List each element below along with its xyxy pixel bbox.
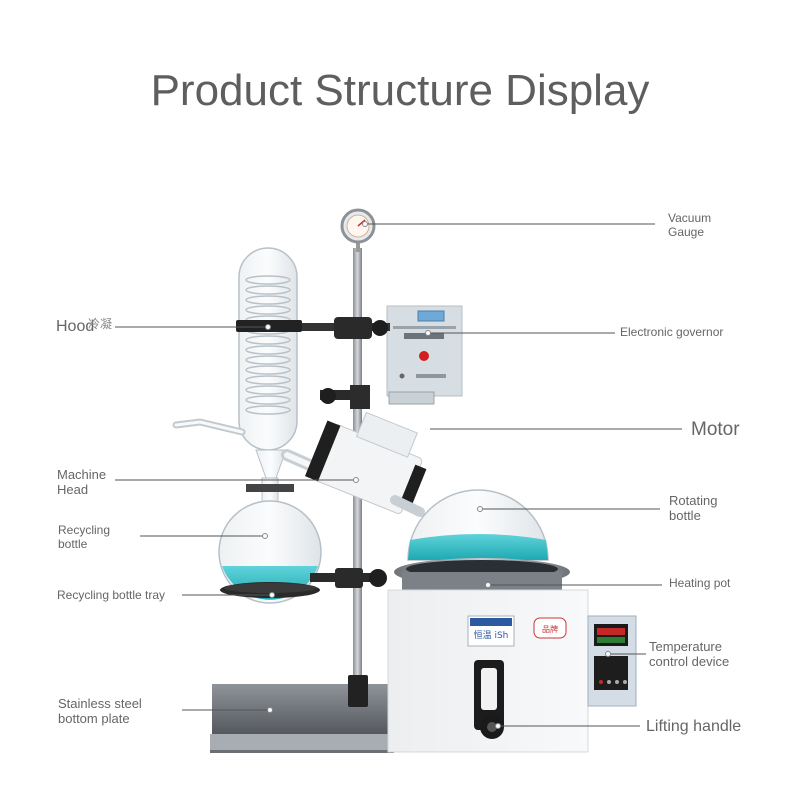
condenser-coil bbox=[245, 345, 291, 355]
label-machine-head: Machine Head bbox=[57, 467, 107, 497]
label-stainless-steel-bottom-plate: Stainless steel bottom plate bbox=[58, 696, 142, 726]
condenser-coil bbox=[245, 395, 291, 405]
condenser-coil bbox=[245, 355, 291, 365]
page-title: Product Structure Display bbox=[150, 66, 650, 115]
label-recycling-bottle-tray: Recycling bottle tray bbox=[57, 588, 166, 602]
tray-clamp bbox=[310, 568, 387, 588]
label-recycling-bottle: Recycling bottle bbox=[58, 523, 111, 551]
label-heating-pot: Heating pot bbox=[669, 576, 731, 590]
leader-lines bbox=[115, 223, 682, 727]
condenser-coil bbox=[245, 375, 291, 385]
label-hood-cjk: 冷凝 bbox=[88, 317, 113, 331]
heating-cabinet: 恒温 iSh 品牌 bbox=[387, 589, 637, 753]
condenser-coil bbox=[245, 405, 291, 415]
upper-clamp bbox=[300, 317, 390, 339]
condenser-coil bbox=[245, 285, 291, 295]
vacuum-gauge bbox=[340, 208, 376, 252]
condenser bbox=[172, 247, 302, 479]
label-hood: Hood bbox=[56, 318, 95, 335]
lower-clamp bbox=[320, 385, 370, 409]
cabinet-badge: 品牌 bbox=[542, 624, 558, 634]
label-electronic-governor: Electronic governor bbox=[620, 325, 724, 339]
condenser-coil bbox=[245, 335, 291, 345]
label-rotating-bottle: Rotating bottle bbox=[669, 493, 718, 523]
condenser-coil bbox=[245, 295, 291, 305]
label-temperature-control-device: Temperature control device bbox=[649, 639, 730, 669]
recycling-bottle bbox=[218, 477, 322, 604]
heating-pot bbox=[394, 558, 570, 590]
condenser-coil bbox=[245, 275, 291, 285]
condenser-coil bbox=[245, 305, 291, 315]
leader-dots bbox=[262, 221, 611, 729]
electronic-governor-box bbox=[386, 305, 463, 405]
rotating-bottle bbox=[407, 489, 549, 561]
motor-assembly bbox=[281, 411, 427, 517]
condenser-coil bbox=[245, 385, 291, 395]
label-lifting-handle: Lifting handle bbox=[646, 718, 742, 735]
label-motor: Motor bbox=[691, 419, 740, 440]
cabinet-brand: 恒温 iSh bbox=[474, 629, 509, 641]
rod-base bbox=[348, 675, 368, 707]
condenser-coil bbox=[245, 365, 291, 375]
label-vacuum-gauge: Vacuum Gauge bbox=[668, 211, 712, 239]
